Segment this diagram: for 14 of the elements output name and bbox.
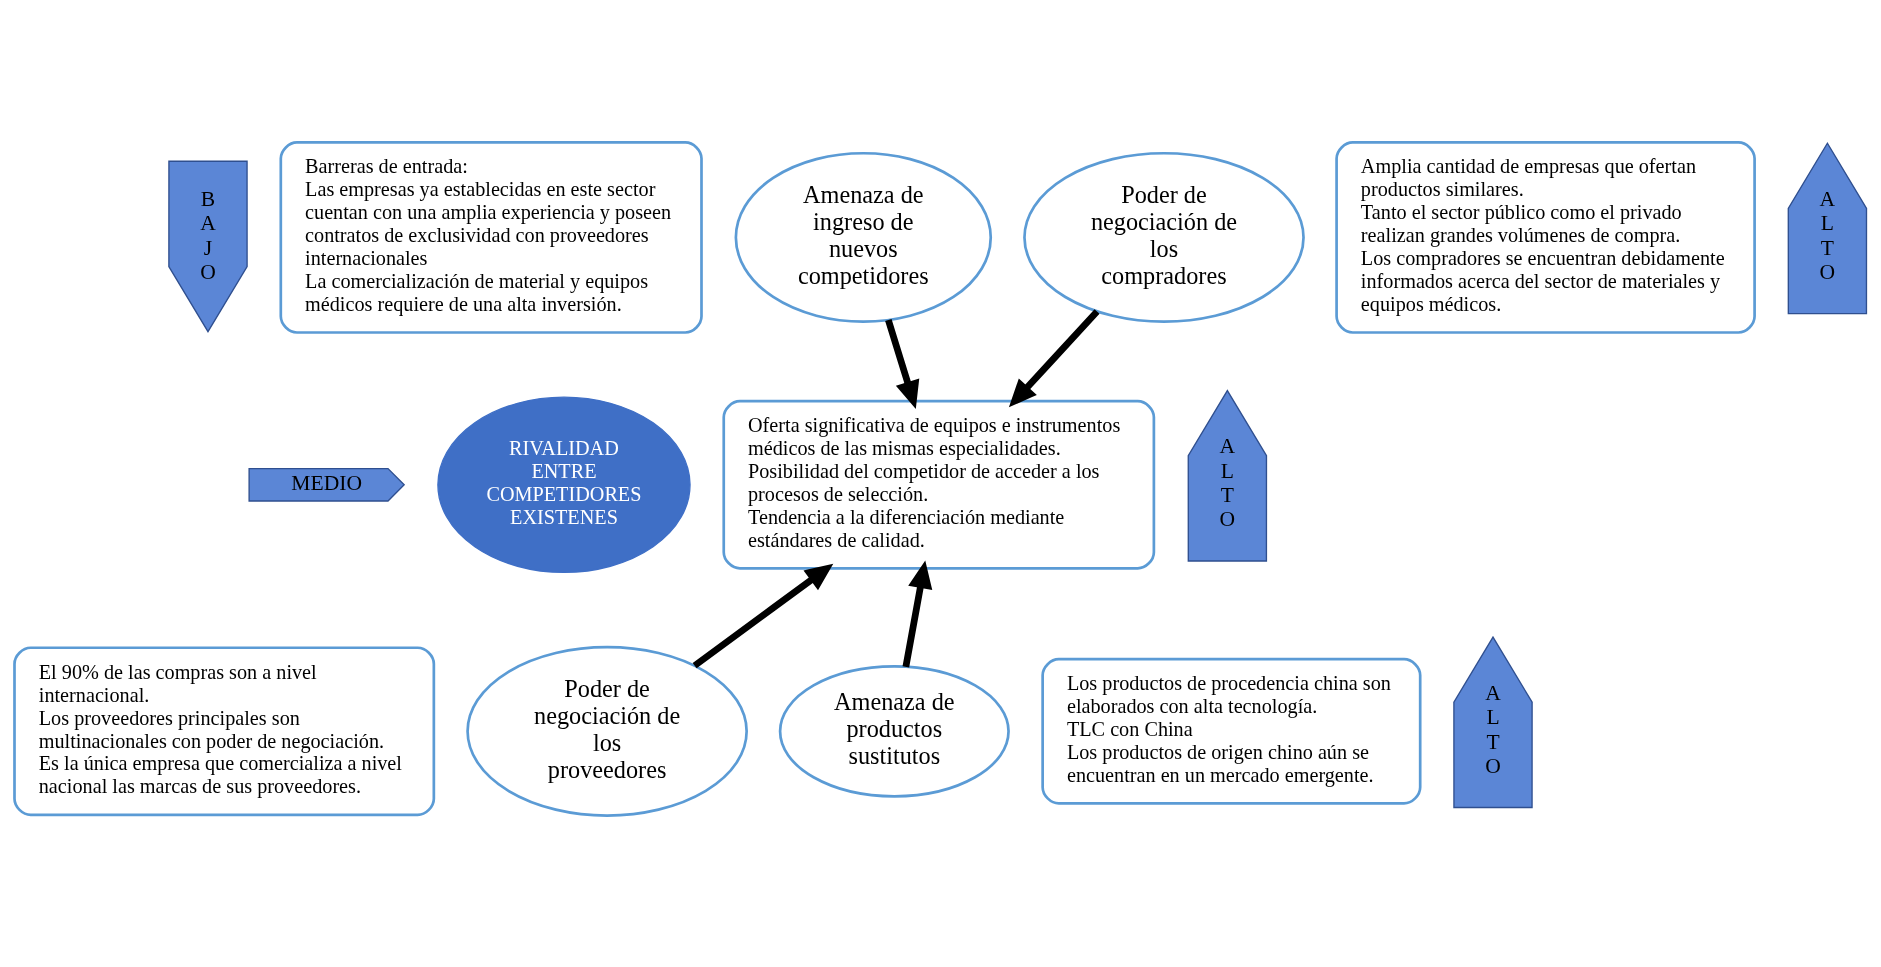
node-box: Oferta significativa de equipos e instrumentos médicos de las mismas especialidades. Posibilidad del competidor de acceder a los procesos de selección. Tendencia a la diferenciación mediante estándares de calidad. [722,399,1156,570]
arrow [692,563,834,668]
node-box: Los productos de procedencia china son elaborados con alta tecnología. TLC con China Los productos de origen chino aún se encuentran en un mercado emergente. [1041,657,1422,805]
node-box: Barreras de entrada: Las empresas ya establecidas en este sector cuentan con una amplia experiencia y poseen contratos de exclusividad con proveedores internacionales La comercialización de material y equipos médicos requiere de una alta inversión. [279,140,703,334]
arrow [902,559,933,667]
node-box: Amplia cantidad de empresas que ofertan productos similares. Tanto el sector público como el privado realizan grandes volúmenes de compra. Los compradores se encuentran debidamente informados acerca del sector de materiales y equipos médicos. [1335,140,1756,334]
arrow [1008,308,1100,407]
node-ellipse: Poder de negociación de los proveedores [466,645,748,817]
node-box: El 90% de las compras son a nivel internacional. Los proveedores principales son multinacionales con poder de negociación. Es la única empresa que comercializa a nivel nacional las marcas de sus proveedores. [13,645,436,816]
node-ellipse: RIVALIDAD ENTRE COMPETIDORES EXISTENES [437,395,691,573]
node-ellipse: Amenaza de productos sustitutos [778,664,1010,798]
arrow [885,318,920,409]
node-ellipse: Poder de negociación de los compradores [1023,151,1305,323]
node-ellipse: Amenaza de ingreso de nuevos competidores [734,151,993,323]
